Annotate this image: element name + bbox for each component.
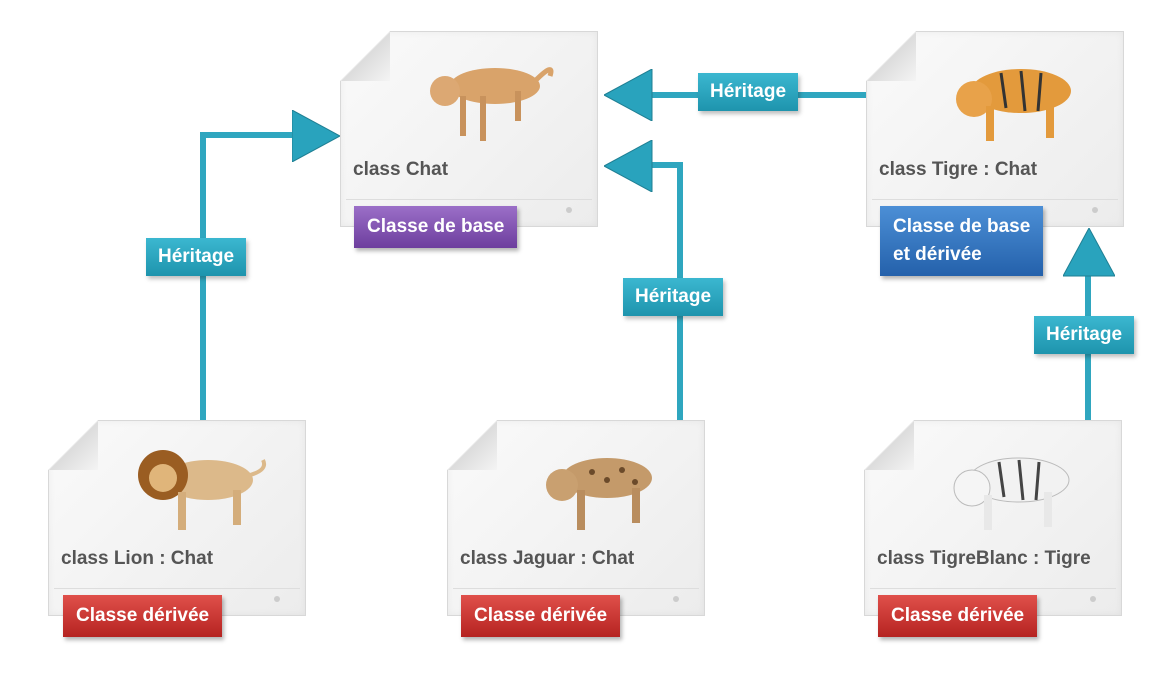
- class-title: class TigreBlanc : Tigre: [877, 548, 1091, 569]
- badge-base-class: Classe de base: [354, 206, 518, 248]
- inheritance-label-tigre: Héritage: [698, 73, 799, 111]
- class-title: class Chat: [353, 159, 449, 180]
- badge-line-2: et dérivée: [893, 244, 982, 265]
- badge-derived-class: Classe dérivée: [63, 595, 223, 637]
- arrowhead-up-icon: [1063, 228, 1115, 277]
- badge-base-and-derived-class: Classe de base et dérivée: [880, 206, 1044, 276]
- class-card-tigreblanc: class TigreBlanc : Tigre: [864, 420, 1122, 616]
- arrowhead-left-icon: [604, 140, 653, 192]
- white-tiger-icon: [953, 457, 1070, 530]
- badge-derived-class: Classe dérivée: [878, 595, 1038, 637]
- class-title: class Tigre : Chat: [879, 159, 1038, 180]
- jaguar-icon: [546, 458, 652, 530]
- folded-corner-icon: [48, 420, 98, 470]
- class-card-chat: class Chat: [340, 31, 598, 227]
- folded-corner-icon: [866, 31, 916, 81]
- folded-corner-icon: [340, 31, 390, 81]
- badge-line-1: Classe de base: [893, 216, 1031, 237]
- tiger-icon: [956, 69, 1071, 141]
- inheritance-label-lion: Héritage: [146, 238, 247, 276]
- class-card-lion: class Lion : Chat: [48, 420, 306, 616]
- inheritance-label-jaguar: Héritage: [623, 278, 724, 316]
- class-card-tigre: class Tigre : Chat: [866, 31, 1124, 227]
- class-card-jaguar: class Jaguar : Chat: [447, 420, 705, 616]
- arrowhead-right-icon: [292, 110, 342, 162]
- jaguar-connector-horizontal: [648, 162, 683, 168]
- arrowhead-left-icon: [604, 69, 653, 121]
- badge-derived-class: Classe dérivée: [461, 595, 621, 637]
- cat-icon: [430, 67, 554, 141]
- class-title: class Lion : Chat: [61, 548, 214, 569]
- lion-connector-vertical: [200, 132, 206, 422]
- folded-corner-icon: [864, 420, 914, 470]
- class-title: class Jaguar : Chat: [460, 548, 635, 569]
- lion-icon: [138, 450, 267, 530]
- lion-connector-horizontal: [200, 132, 296, 138]
- folded-corner-icon: [447, 420, 497, 470]
- inheritance-label-tigreblanc: Héritage: [1034, 316, 1135, 354]
